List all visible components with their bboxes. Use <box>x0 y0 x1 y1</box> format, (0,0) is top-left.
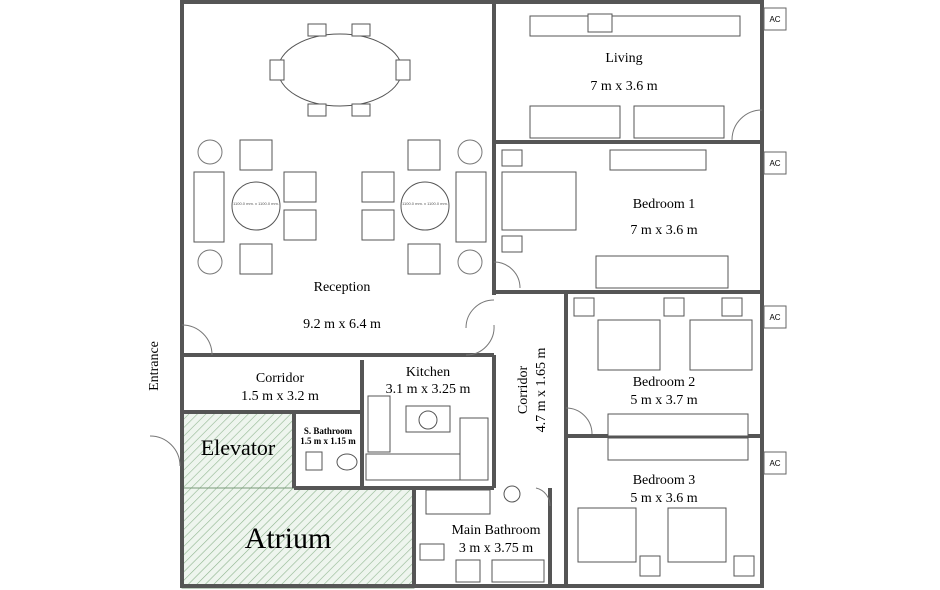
reception-size: 9.2 m x 6.4 m <box>303 317 381 332</box>
entrance-label: Entrance <box>147 341 162 391</box>
reception-name: Reception <box>314 280 371 295</box>
bedroom2-size: 5 m x 3.7 m <box>630 393 697 408</box>
service-furniture <box>305 395 545 583</box>
table-note-right: 1100.0 mm. x 1100.0 mm. <box>402 201 448 206</box>
main-bathroom-size: 3 m x 3.75 m <box>459 541 533 556</box>
atrium-name: Atrium <box>245 522 332 555</box>
walls <box>180 0 764 588</box>
elevator-area <box>181 411 295 489</box>
bedroom3-size: 5 m x 3.6 m <box>630 491 697 506</box>
bedroom3-name: Bedroom 3 <box>633 473 696 488</box>
s-bathroom-size: 1.5 m x 1.15 m <box>300 436 356 446</box>
s-bathroom-name: S. Bathroom <box>304 426 353 436</box>
corridor-right-size: 4.7 m x 1.65 m <box>534 348 549 433</box>
room-labels: Living 7 m x 3.6 m Bedroom 1 7 m x 3.6 m… <box>147 51 698 556</box>
ac-label-bedroom3: AC <box>769 459 780 468</box>
corridor-left-size: 1.5 m x 3.2 m <box>241 389 319 404</box>
bedroom-furniture <box>573 297 755 577</box>
ac-label-living: AC <box>769 15 780 24</box>
atrium-area <box>181 487 415 589</box>
living-furniture <box>529 13 741 139</box>
table-note-left: 1100.0 mm. x 1100.0 mm. <box>233 201 279 206</box>
kitchen-name: Kitchen <box>406 365 450 380</box>
bedroom1-name: Bedroom 1 <box>633 197 696 212</box>
ac-label-bedroom1: AC <box>769 159 780 168</box>
living-name: Living <box>605 51 642 66</box>
kitchen-size: 3.1 m x 3.25 m <box>386 382 471 397</box>
bedroom1-furniture <box>501 149 729 289</box>
main-bathroom-name: Main Bathroom <box>451 523 540 538</box>
corridor-right-name: Corridor <box>516 366 531 415</box>
ac-label-bedroom2: AC <box>769 313 780 322</box>
ac-units: AC AC AC AC <box>763 7 787 475</box>
doors <box>149 109 763 507</box>
living-size: 7 m x 3.6 m <box>590 79 657 94</box>
bedroom2-name: Bedroom 2 <box>633 375 696 390</box>
reception-furniture: 1100.0 mm. x 1100.0 mm. 1100.0 mm. x 110… <box>193 23 487 275</box>
corridor-left-name: Corridor <box>256 371 305 386</box>
bedroom1-size: 7 m x 3.6 m <box>630 223 697 238</box>
elevator-name: Elevator <box>201 435 276 460</box>
